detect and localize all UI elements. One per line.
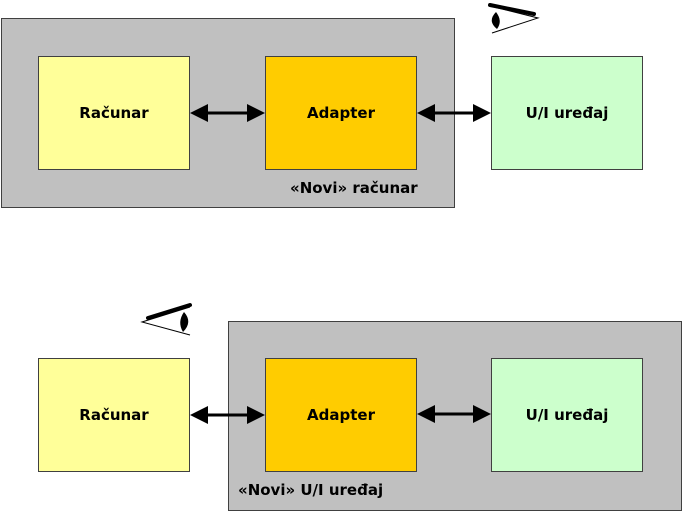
computer-label: Računar: [79, 104, 149, 122]
computer-box: Računar: [38, 358, 190, 472]
group-label: «Novi» U/I uređaj: [238, 481, 384, 499]
io-device-box: U/I uređaj: [491, 56, 643, 170]
io-device-label: U/I uređaj: [525, 406, 609, 424]
adapter-label: Adapter: [307, 104, 375, 122]
computer-label: Računar: [79, 406, 149, 424]
adapter-box: Adapter: [265, 358, 417, 472]
io-device-box: U/I uređaj: [491, 358, 643, 472]
group-label: «Novi» računar: [290, 179, 418, 197]
adapter-label: Adapter: [307, 406, 375, 424]
eye-icon: [140, 303, 192, 336]
eye-icon: [488, 3, 540, 34]
io-device-label: U/I uređaj: [525, 104, 609, 122]
computer-box: Računar: [38, 56, 190, 170]
adapter-box: Adapter: [265, 56, 417, 170]
